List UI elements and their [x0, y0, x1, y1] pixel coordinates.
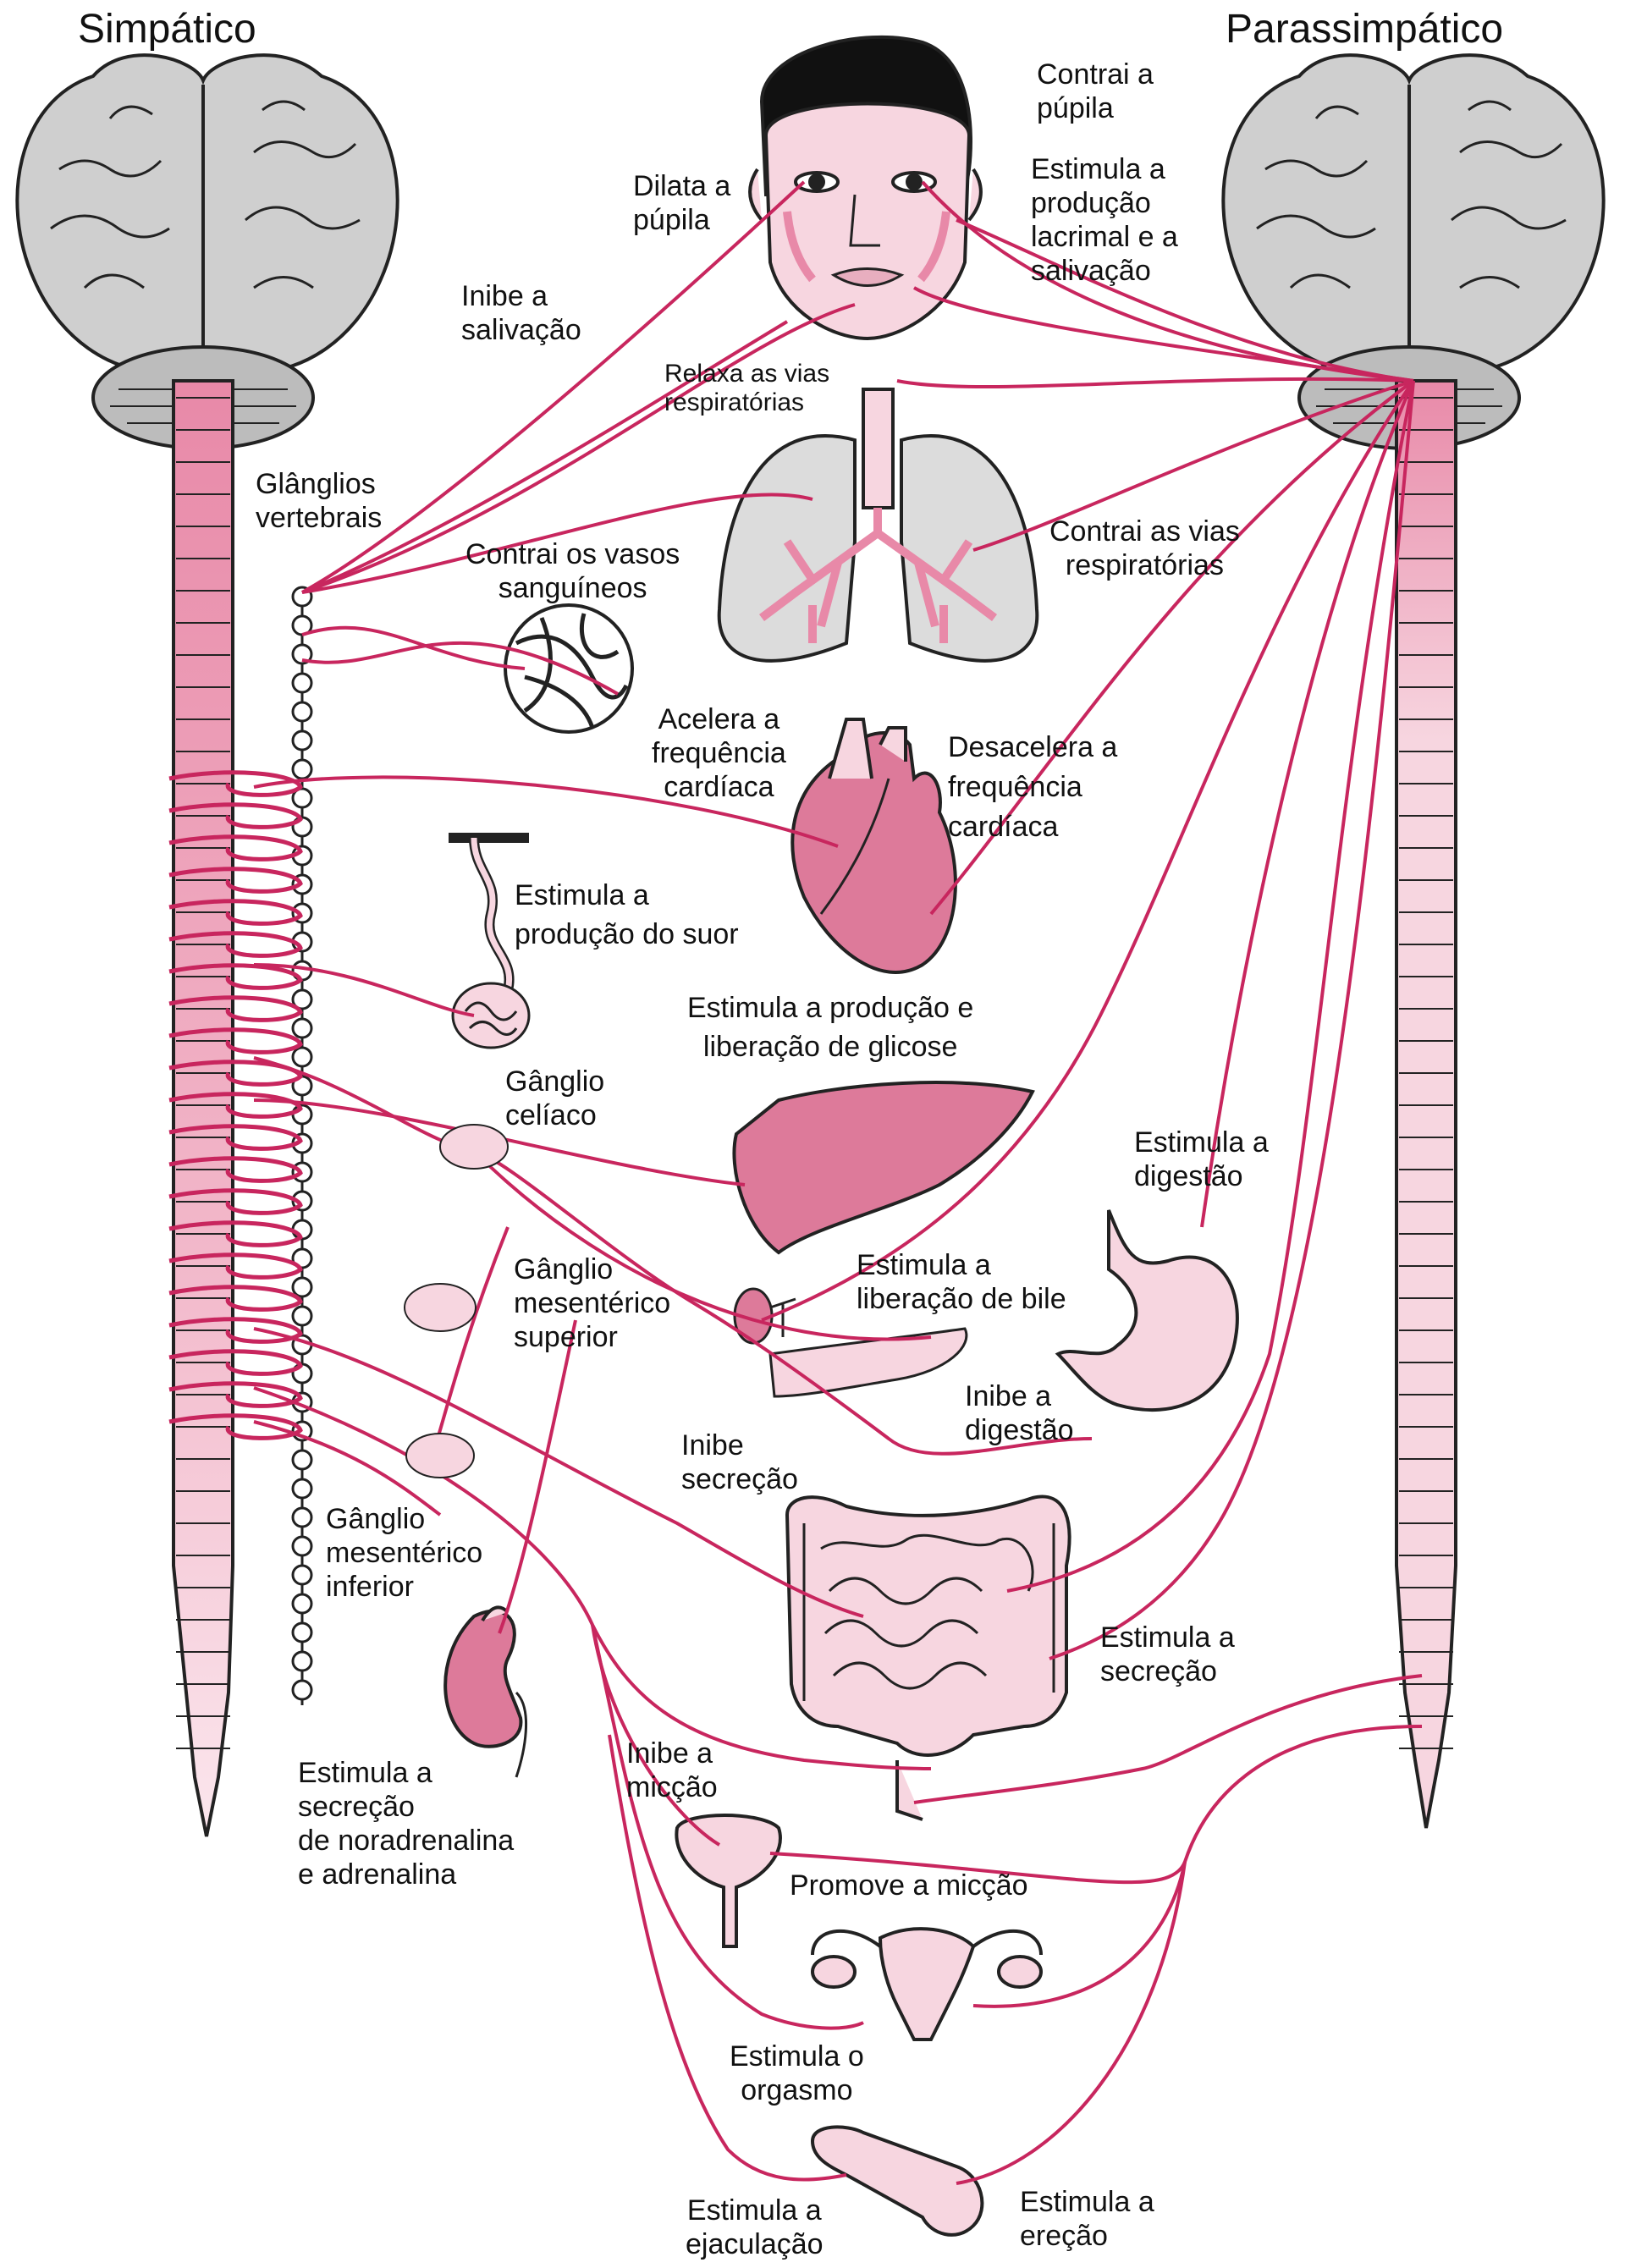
ganglion-bead: [291, 1478, 313, 1500]
nerve-loop: [168, 1092, 303, 1119]
nerve-loop: [168, 1413, 303, 1440]
ganglion-bead: [291, 1650, 313, 1672]
label-promote-micturition: Promove a micção: [790, 1869, 1028, 1902]
left-spinal-cord: [172, 379, 234, 1837]
gallbladder-pancreas: [733, 1287, 968, 1398]
ganglion-bead: [291, 672, 313, 694]
nerve-pathways: [253, 180, 1423, 2185]
ganglion-bead: [291, 701, 313, 723]
nerve-loop: [168, 931, 303, 958]
ganglion-bead: [291, 988, 313, 1010]
nerve-loop: [168, 1381, 303, 1408]
ganglion-bead: [291, 1564, 313, 1586]
nerve-loop: [168, 1060, 303, 1087]
spinal-nerve-loops: [168, 770, 303, 1440]
ganglion-bead: [291, 1247, 313, 1269]
stomach: [1055, 1209, 1239, 1412]
nerve-loop: [168, 995, 303, 1022]
ganglion-bead: [291, 729, 313, 751]
nerve-loop: [168, 1220, 303, 1247]
sympathetic-chain: [291, 586, 313, 1705]
nerve-loop: [168, 867, 303, 894]
liver: [732, 1081, 1035, 1255]
nerve-loop: [168, 1156, 303, 1183]
ganglion-bead: [291, 1506, 313, 1528]
ganglion-bead: [291, 1679, 313, 1701]
ganglion-bead: [291, 787, 313, 809]
nerve-loop: [168, 963, 303, 990]
heart: [790, 718, 957, 974]
uterus: [811, 1927, 1043, 2041]
nerve-loop: [168, 899, 303, 926]
nerve-loop: [168, 1317, 303, 1344]
right-spinal-cord: [1395, 379, 1457, 1829]
nerve-loop: [168, 1349, 303, 1376]
nerve-loop: [168, 1285, 303, 1312]
ganglion-bead: [291, 643, 313, 665]
ganglion-bead: [291, 1046, 313, 1068]
sweat-gland: [449, 833, 531, 1049]
ganglion-bead: [291, 1449, 313, 1471]
ganglion-bead: [291, 758, 313, 780]
sympathetic-title: Simpático: [78, 7, 256, 52]
ganglion-bead: [291, 1621, 313, 1643]
nerve-loop: [168, 834, 303, 862]
nerve-loop: [168, 1124, 303, 1151]
ganglion-bead: [291, 1535, 313, 1557]
ganglion-bead: [291, 1276, 313, 1298]
bladder: [675, 1814, 782, 1948]
kidney-adrenal: [443, 1605, 527, 1778]
parasympathetic-title: Parassimpático: [1226, 7, 1504, 52]
nerve-loop: [168, 770, 303, 797]
nerve-loop: [168, 1027, 303, 1054]
nerve-loop: [168, 802, 303, 829]
penis: [810, 2125, 984, 2237]
nerve-loop: [168, 1188, 303, 1215]
ganglion-bead: [291, 1017, 313, 1039]
ganglion-bead: [291, 1305, 313, 1327]
ganglion-bead: [291, 1593, 313, 1615]
face: [748, 35, 983, 341]
nerve-loop: [168, 1252, 303, 1280]
lungs: [717, 388, 1039, 663]
intestines: [785, 1495, 1071, 1821]
ganglia: [404, 1124, 509, 1478]
